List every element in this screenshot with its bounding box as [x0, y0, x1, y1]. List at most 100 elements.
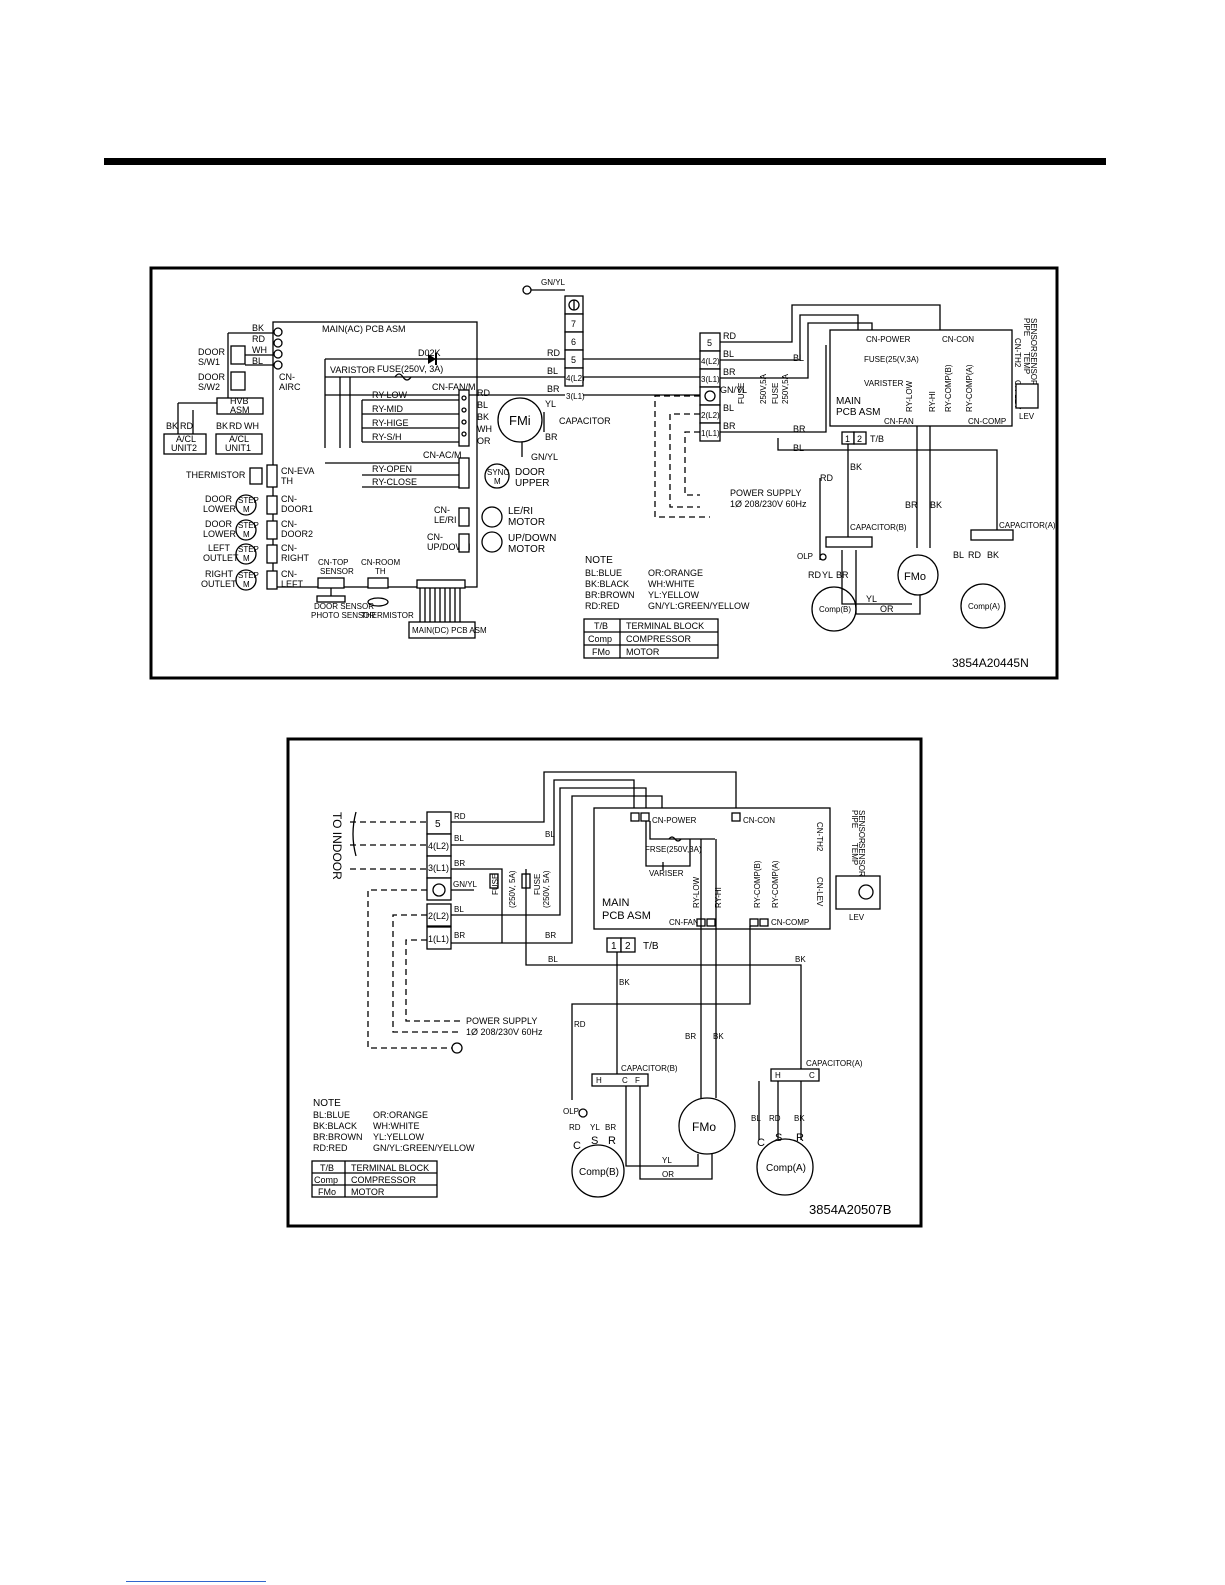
- svg-text:YL: YL: [590, 1123, 600, 1132]
- svg-text:YL: YL: [545, 399, 556, 409]
- svg-text:M: M: [243, 580, 250, 589]
- svg-text:VARISER: VARISER: [649, 869, 684, 878]
- svg-text:CN-TOP: CN-TOP: [318, 558, 349, 567]
- svg-text:LEFT: LEFT: [208, 543, 231, 553]
- svg-text:CAPACITOR(A): CAPACITOR(A): [999, 521, 1056, 530]
- svg-text:FMo: FMo: [592, 647, 610, 657]
- svg-text:MAIN: MAIN: [836, 396, 861, 407]
- svg-text:WH: WH: [244, 421, 259, 431]
- svg-text:LE/RI: LE/RI: [434, 515, 457, 525]
- footer-link-line: [126, 1581, 266, 1582]
- fmo-motor-d2: FMo: [678, 1097, 736, 1155]
- cn-eva-label: CN-EVA: [281, 466, 314, 476]
- svg-text:FUSE: FUSE: [771, 383, 780, 404]
- svg-text:GN/YL: GN/YL: [453, 880, 478, 889]
- svg-text:CAPACITOR(B): CAPACITOR(B): [621, 1064, 678, 1073]
- svg-text:BL: BL: [548, 955, 558, 964]
- svg-text:NOTE: NOTE: [585, 555, 613, 566]
- svg-text:MOTOR: MOTOR: [508, 544, 545, 555]
- svg-text:M: M: [243, 554, 250, 563]
- cn-fan-m-connector: [458, 389, 470, 447]
- svg-text:BR: BR: [793, 424, 806, 434]
- svg-text:YL: YL: [662, 1156, 672, 1165]
- svg-text:OLP: OLP: [797, 552, 813, 561]
- svg-text:STEP: STEP: [238, 571, 259, 580]
- svg-text:RY-LOW: RY-LOW: [905, 380, 914, 412]
- svg-text:RD: RD: [769, 1114, 781, 1123]
- svg-text:2(L2): 2(L2): [701, 411, 720, 420]
- svg-text:T/B: T/B: [320, 1163, 334, 1173]
- terminal-block-d2: 5 4(L2) 3(L1) 2(L2) 1(L1): [426, 811, 452, 950]
- svg-text:CN-POWER: CN-POWER: [866, 335, 911, 344]
- svg-text:250V,5A: 250V,5A: [759, 373, 768, 404]
- acl-unit2: [163, 433, 207, 455]
- cn-room-th: [367, 577, 389, 589]
- svg-text:(250V, 5A): (250V, 5A): [508, 870, 517, 908]
- svg-text:COMPRESSOR: COMPRESSOR: [351, 1175, 417, 1185]
- svg-text:250V,5A: 250V,5A: [781, 373, 790, 404]
- svg-text:DOOR: DOOR: [205, 519, 233, 529]
- cn-ac-m-label: CN-AC/M: [423, 450, 462, 460]
- svg-text:RY-COMP(B): RY-COMP(B): [753, 860, 762, 908]
- svg-text:A/CL: A/CL: [176, 434, 196, 444]
- svg-text:CN-: CN-: [281, 519, 297, 529]
- svg-text:RY-LOW: RY-LOW: [692, 876, 701, 908]
- svg-text:YL: YL: [866, 594, 877, 604]
- svg-text:WH: WH: [477, 424, 492, 434]
- diagram-indoor: MAIN(AC) PCB ASM 7 6 5 4(L2) 3(L1) GN/YL: [149, 266, 1059, 680]
- diode-icon: [428, 354, 436, 364]
- svg-text:1(L1): 1(L1): [701, 429, 720, 438]
- svg-text:PIPE: PIPE: [1022, 318, 1031, 336]
- svg-text:Comp: Comp: [314, 1175, 338, 1185]
- ground-dashed: [654, 395, 710, 518]
- svg-text:FUSE(25(V,3A): FUSE(25(V,3A): [864, 355, 919, 364]
- svg-text:CN-: CN-: [281, 543, 297, 553]
- svg-text:S: S: [775, 1132, 782, 1144]
- svg-text:BK:BLACK: BK:BLACK: [313, 1121, 357, 1131]
- svg-text:4(L2): 4(L2): [428, 841, 449, 851]
- svg-text:1: 1: [611, 941, 617, 952]
- svg-text:2: 2: [625, 941, 631, 952]
- wire-rd: RD: [547, 348, 560, 358]
- svg-text:MOTOR: MOTOR: [626, 647, 660, 657]
- svg-text:FUSE: FUSE: [533, 874, 542, 895]
- svg-text:Comp(A): Comp(A): [766, 1163, 806, 1174]
- svg-text:1: 1: [845, 434, 850, 444]
- step-motor-left-outlet: STEP M: [235, 543, 278, 565]
- svg-text:BK:BLACK: BK:BLACK: [585, 579, 629, 589]
- terminal-block-outdoor-side: 5 4(L2) 3(L1) 2(L2) 1(L1): [699, 332, 721, 442]
- svg-text:R: R: [608, 1135, 616, 1147]
- svg-text:UPPER: UPPER: [515, 478, 549, 489]
- svg-text:CN-ROOM: CN-ROOM: [361, 558, 400, 567]
- comp-a-d1: Comp(A): [960, 583, 1006, 629]
- comp-a-d2: Comp(A): [756, 1138, 814, 1196]
- svg-text:RD: RD: [477, 388, 490, 398]
- svg-text:2: 2: [857, 434, 862, 444]
- diagram-outdoor: TO INDOOR 5 4(L2) 3(L1) 2(L2) 1(L1) RD B…: [286, 737, 923, 1228]
- svg-text:DOOR: DOOR: [205, 494, 233, 504]
- hvb-asm: [216, 397, 264, 415]
- svg-text:Comp(B): Comp(B): [819, 605, 851, 614]
- svg-text:TH: TH: [375, 567, 386, 576]
- svg-text:BR:BROWN: BR:BROWN: [585, 590, 635, 600]
- svg-text:STEP: STEP: [238, 545, 259, 554]
- svg-text:BR: BR: [605, 1123, 616, 1132]
- svg-text:RD: RD: [808, 570, 821, 580]
- cn-leri-label: CN-: [434, 505, 450, 515]
- svg-text:BL: BL: [723, 403, 734, 413]
- svg-text:WH:WHITE: WH:WHITE: [648, 579, 695, 589]
- svg-text:FMo: FMo: [318, 1187, 336, 1197]
- svg-text:RD:RED: RD:RED: [585, 601, 620, 611]
- svg-text:NOTE: NOTE: [313, 1098, 341, 1109]
- relay-sh: RY-S/H: [372, 432, 402, 442]
- svg-text:OLP: OLP: [563, 1107, 579, 1116]
- svg-text:OUTLET: OUTLET: [203, 553, 239, 563]
- svg-text:Comp: Comp: [588, 634, 612, 644]
- updown-motor-label: UP/DOWN: [508, 533, 556, 544]
- svg-text:3(L1): 3(L1): [701, 375, 720, 384]
- svg-text:C: C: [622, 1076, 628, 1085]
- fuse1-icon: [489, 873, 499, 889]
- svg-text:RD: RD: [569, 1123, 581, 1132]
- cn-top-sensor: [317, 577, 345, 589]
